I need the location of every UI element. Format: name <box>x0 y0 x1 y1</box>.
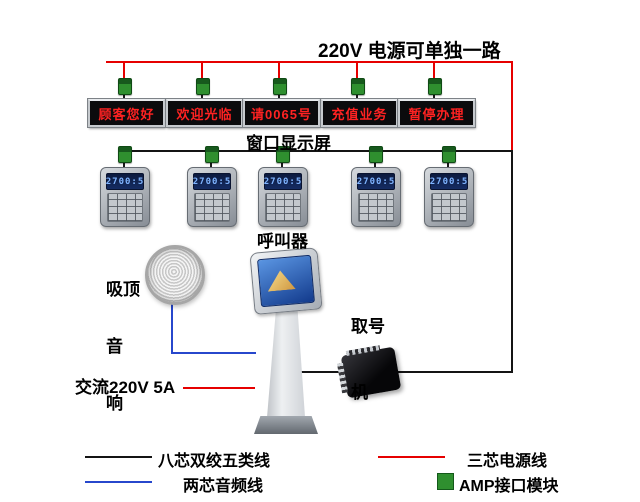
power-bus-line <box>106 61 513 63</box>
caller-keypad <box>194 193 230 222</box>
display-stem-line <box>356 92 358 100</box>
audio-vertical-line <box>171 298 173 354</box>
legend-line-audio <box>85 481 152 483</box>
amp-interface-connector <box>276 146 290 163</box>
legend-swatch-amp <box>437 473 454 490</box>
window-display-text: 充值业务 <box>331 106 388 122</box>
power-drop-line <box>433 62 435 78</box>
legend-label-audio: 两芯音频线 <box>183 478 264 495</box>
display-stem-line <box>278 92 280 100</box>
window-display-text: 请0065号 <box>251 106 312 122</box>
amp-interface-connector <box>442 146 456 163</box>
window-display-text: 欢迎光临 <box>176 106 233 122</box>
label-speaker: 吸顶 音 响 <box>106 280 140 413</box>
caller-lcd: 2700:5 <box>264 173 302 190</box>
window-display: 暂停办理 <box>398 99 475 127</box>
display-stem-line <box>433 92 435 100</box>
power-drop-line <box>356 62 358 78</box>
ticket-kiosk <box>246 247 326 434</box>
caller-terminal: 2700:5 <box>100 167 150 227</box>
display-stem-line <box>201 92 203 100</box>
caller-lcd: 2700:5 <box>193 173 231 190</box>
amp-interface-connector <box>205 146 219 163</box>
caller-keypad <box>431 193 467 222</box>
amp-interface-connector <box>428 78 442 95</box>
kiosk-base <box>254 416 318 434</box>
caller-terminal: 2700:5 <box>187 167 237 227</box>
caller-terminal: 2700:5 <box>258 167 308 227</box>
kiosk-body <box>266 304 306 420</box>
power-drop-line <box>278 62 280 78</box>
legend-label-power: 三芯电源线 <box>467 453 548 470</box>
window-display: 请0065号 <box>243 99 320 127</box>
caller-stem-line <box>447 160 449 168</box>
power-drop-line <box>123 62 125 78</box>
window-display: 顾客您好 <box>88 99 165 127</box>
ceiling-speaker <box>145 245 205 305</box>
caller-keypad <box>265 193 301 222</box>
legend-line-power <box>378 456 445 458</box>
caller-terminal: 2700:5 <box>351 167 401 227</box>
caller-lcd: 2700:5 <box>430 173 468 190</box>
kiosk-screen <box>257 254 315 308</box>
caller-stem-line <box>374 160 376 168</box>
power-drop-line <box>201 62 203 78</box>
caller-stem-line <box>281 160 283 168</box>
caller-lcd: 2700:5 <box>357 173 395 190</box>
label-top-power: 220V 电源可单独一路 <box>318 41 501 62</box>
amp-interface-connector <box>369 146 383 163</box>
power-right-line <box>511 62 513 152</box>
audio-horizontal-line <box>171 352 256 354</box>
data-right-line <box>511 151 513 373</box>
legend-label-amp: AMP接口模块 <box>459 478 559 495</box>
kiosk-module-line <box>300 371 350 373</box>
window-display-text: 顾客您好 <box>98 106 155 122</box>
data-trunk-line <box>396 371 513 373</box>
label-kiosk: 取号 机 <box>351 317 385 402</box>
amp-interface-connector <box>118 146 132 163</box>
label-window-display: 窗口显示屏 <box>246 134 331 153</box>
kiosk-head <box>249 247 323 315</box>
window-display: 充值业务 <box>321 99 398 127</box>
display-stem-line <box>123 92 125 100</box>
caller-terminal: 2700:5 <box>424 167 474 227</box>
caller-keypad <box>358 193 394 222</box>
label-caller: 呼叫器 <box>257 232 308 251</box>
data-bus-line <box>123 150 513 152</box>
legend-label-cat5: 八芯双绞五类线 <box>158 453 271 470</box>
amp-interface-connector <box>273 78 287 95</box>
legend-line-cat5 <box>85 456 152 458</box>
amp-interface-connector <box>351 78 365 95</box>
caller-stem-line <box>123 160 125 168</box>
window-display-text: 暂停办理 <box>408 106 465 122</box>
window-display: 欢迎光临 <box>166 99 243 127</box>
amp-interface-connector <box>196 78 210 95</box>
caller-keypad <box>107 193 143 222</box>
caller-lcd: 2700:5 <box>106 173 144 190</box>
label-ac-power: 交流220V 5A <box>75 378 176 397</box>
amp-interface-connector <box>118 78 132 95</box>
ac-power-line <box>183 387 255 389</box>
caller-stem-line <box>210 160 212 168</box>
